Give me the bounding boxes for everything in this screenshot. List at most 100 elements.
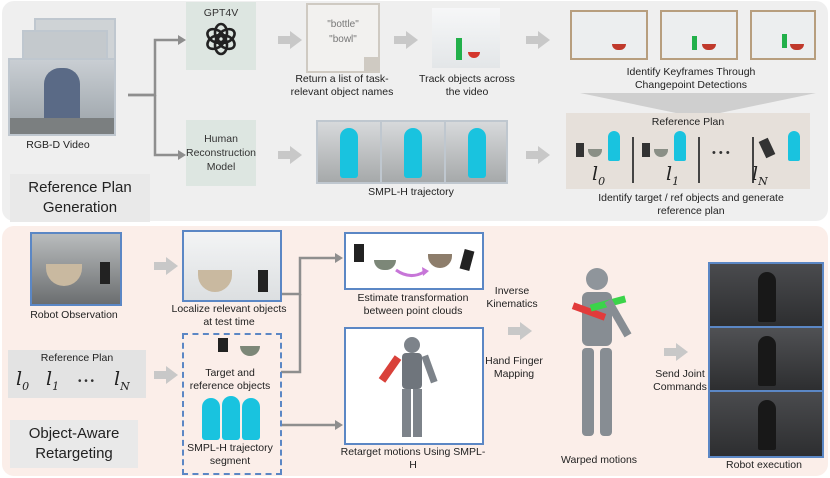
segment-human-3 (242, 398, 260, 440)
l0-letter: l (592, 163, 599, 185)
estimate-label: Estimate transformation between point cl… (357, 292, 469, 317)
arrow-track-to-keyframes (526, 31, 550, 49)
transform-arrow-icon (395, 267, 429, 277)
video-frame-front (8, 58, 116, 136)
plan-step-1-human (674, 131, 686, 161)
reference-plan-box: Reference Plan l0 l1 • • • lN (566, 113, 810, 189)
plan-divider-3 (752, 137, 754, 183)
human-reconstruction-box: Human Reconstruction Model (186, 120, 256, 186)
arrow-note-to-track (394, 31, 418, 49)
reference-plan-generation-title: Reference Plan Generation (10, 174, 150, 222)
plan-step-n-symbol: lN (752, 163, 768, 188)
rgbd-video-label: RGB-D Video (26, 139, 90, 151)
segment-bottle (218, 338, 228, 352)
hand-finger-label: Hand Finger Mapping (485, 355, 543, 380)
plan-step-0-bowl (588, 149, 602, 157)
point-cloud-transform-image (344, 232, 484, 290)
warped-motions-label: Warped motions (560, 454, 638, 466)
plan-step-0-symbol: l0 (592, 163, 605, 188)
bottle-track (456, 38, 462, 60)
identify-target-label: Identify target / ref objects and genera… (598, 192, 784, 217)
send-joint-label: Send Joint Commands (653, 368, 707, 393)
gpt4v-box: GPT4V (186, 2, 256, 70)
plan-step-1-bowl (654, 149, 668, 157)
reference-plan-title: Reference Plan (651, 116, 725, 128)
note-folded-corner (364, 57, 380, 73)
arrow-plan-to-segment (154, 366, 178, 384)
arrow-obs-to-localize (154, 257, 178, 275)
obs-bottle (100, 262, 110, 284)
obs-bowl (46, 264, 82, 286)
arrow-gpt-to-note (278, 31, 302, 49)
l0-sub: 0 (598, 174, 606, 188)
exec-robot-1 (758, 272, 776, 322)
keyframe-1 (570, 10, 648, 60)
pc-bottle-dst (459, 249, 475, 271)
bowl-track (468, 52, 480, 58)
keyframe-2-bottle (692, 36, 697, 50)
bottom-ln: lN (114, 368, 130, 393)
exec-robot-2 (758, 336, 776, 386)
smplh-frame-2 (380, 120, 446, 184)
arrow-to-execution (664, 343, 688, 361)
l1-sub: 1 (672, 174, 680, 188)
retarget-label: Retarget motions Using SMPL-H (340, 446, 486, 471)
openai-logo-icon (206, 22, 236, 56)
retarget-robot-arm-red (378, 355, 402, 383)
plan-step-n-bottle (758, 137, 776, 159)
plan-divider-1 (632, 137, 634, 183)
keyframe-1-bowl (612, 44, 626, 50)
smplh-frame-3 (444, 120, 508, 184)
table-surface (10, 118, 114, 134)
ln-letter: l (752, 163, 759, 185)
segment-human-2 (222, 396, 240, 440)
robot-observation-label: Robot Observation (30, 309, 118, 321)
smpl-body-1 (340, 128, 358, 178)
object-names-note: "bottle" "bowl" (306, 3, 380, 73)
robot-execution-label: Robot execution (726, 459, 802, 471)
ln-sub: N (758, 174, 768, 188)
smplh-trajectory-label: SMPL-H trajectory (368, 186, 454, 198)
localize-objects-image (182, 230, 282, 302)
keyframe-3-bottle (782, 34, 787, 48)
down-arrow-to-plan (580, 93, 816, 113)
plan-step-n-human (788, 131, 800, 161)
l1-letter: l (666, 163, 673, 185)
note-line-bowl: "bowl" (329, 34, 357, 45)
warped-robot-head (586, 268, 608, 290)
keyframes-label: Identify Keyframes Through Changepoint D… (626, 66, 756, 91)
bottom-l0: l0 (16, 368, 29, 393)
reference-plan-bottom-box: Reference Plan l0 l1 • • • lN (8, 350, 146, 398)
keyframe-3-bowl (790, 44, 804, 50)
retarget-robot-arm (421, 354, 438, 384)
return-list-label: Return a list of task-relevant object na… (290, 73, 394, 98)
plan-segment-box (182, 333, 282, 475)
bottom-l1: l1 (46, 368, 59, 393)
object-aware-retargeting-title: Object-Aware Retargeting (10, 420, 138, 468)
bottom-l1-letter: l (46, 368, 53, 390)
plan-step-0-bottle (576, 143, 584, 157)
tracked-objects-image (432, 8, 500, 68)
arrow-recon-to-smpl (278, 146, 302, 164)
pc-bowl-dst (428, 254, 452, 268)
keyframe-2-bowl (702, 44, 716, 50)
smplh-frame-1 (316, 120, 382, 184)
exec-robot-3 (758, 400, 776, 450)
bottom-ln-letter: l (114, 368, 121, 390)
note-line-bottle: "bottle" (327, 19, 359, 30)
plan-dots: • • • (712, 147, 730, 159)
gpt4v-label: GPT4V (203, 7, 239, 19)
warped-robot-leg-left (582, 348, 594, 436)
inverse-kinematics-label: Inverse Kinematics (486, 285, 538, 310)
warped-robot-figure (548, 268, 652, 448)
bottom-plan-dots: • • • (78, 376, 95, 387)
keyframe-2 (660, 10, 738, 60)
reference-plan-bottom-title: Reference Plan (40, 352, 114, 364)
localize-label: Localize relevant objects at test time (171, 303, 287, 328)
warped-robot-leg-right (600, 348, 612, 436)
keyframe-3 (750, 10, 816, 60)
retarget-robot-head (404, 337, 420, 353)
human-reconstruction-label: Human Reconstruction Model (185, 133, 257, 173)
smpl-body-3 (468, 128, 486, 178)
